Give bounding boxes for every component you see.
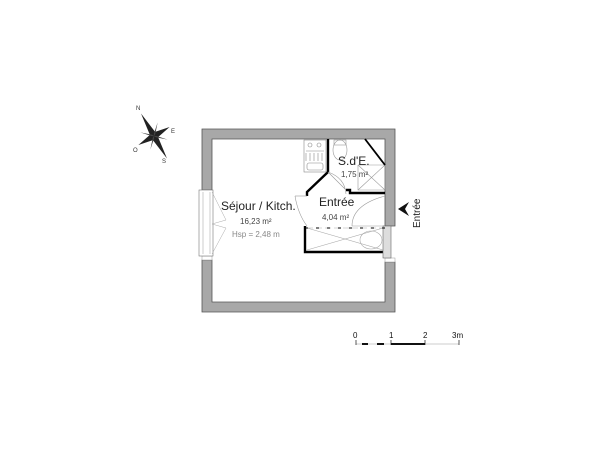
bathroom-fixtures xyxy=(332,139,386,191)
room-name-sejour: Séjour / Kitch. xyxy=(221,199,296,213)
window-left xyxy=(198,189,227,257)
room-area-entree: 4,04 m² xyxy=(322,213,350,222)
room-name-sde: S.d'E. xyxy=(338,154,370,168)
kitchenette xyxy=(303,139,327,173)
entry-door xyxy=(351,195,392,259)
scale-tick-3m: 3m xyxy=(452,331,464,340)
room-area-sejour: 16,23 m² xyxy=(240,217,272,226)
compass-east: E xyxy=(171,129,176,135)
compass-north: N xyxy=(136,106,141,112)
scale-tick-0: 0 xyxy=(353,331,358,340)
scale-tick-1: 1 xyxy=(389,331,394,340)
room-area-sde: 1,75 m² xyxy=(341,170,369,179)
partitions xyxy=(303,139,385,254)
compass-west: O xyxy=(133,148,138,154)
bathroom-door xyxy=(327,171,347,195)
room-name-entree: Entrée xyxy=(319,195,355,209)
entry-arrow-icon xyxy=(398,202,409,216)
compass-rose-icon xyxy=(138,113,170,159)
bathroom-diagonal-wall xyxy=(364,138,386,166)
living-door xyxy=(294,195,308,227)
closet xyxy=(306,227,384,251)
scale-tick-2: 2 xyxy=(423,331,428,340)
compass-south: S xyxy=(162,159,167,165)
scale-bar xyxy=(355,340,460,345)
entrance-label: Entrée xyxy=(412,198,423,228)
exterior-walls xyxy=(201,128,396,313)
room-height-sejour: Hsp = 2,48 m xyxy=(232,230,280,239)
